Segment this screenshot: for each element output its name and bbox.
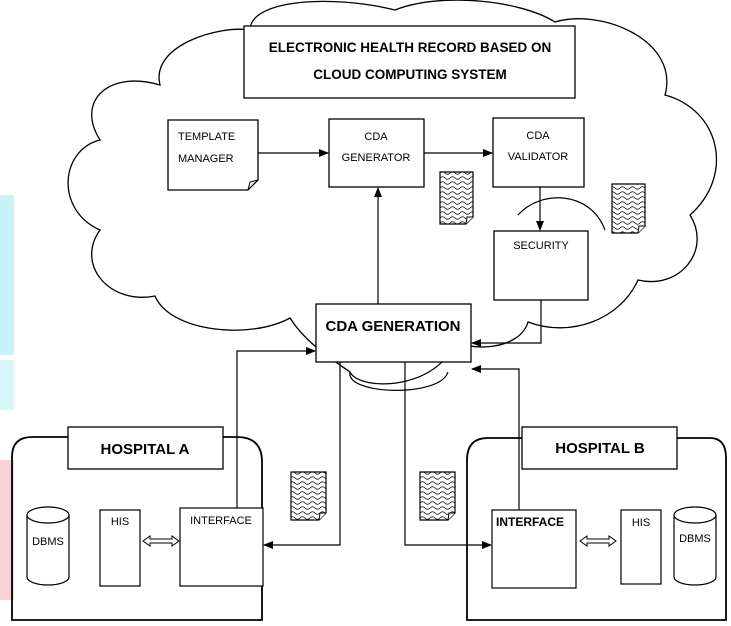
- hospital-b-interface-label: INTERFACE: [496, 515, 564, 529]
- document-icon-generator-validator: [439, 171, 474, 225]
- arrow-security-to-generation: [471, 300, 542, 347]
- security-label: SECURITY: [513, 240, 569, 252]
- template-manager-label-line2: MANAGER: [178, 153, 234, 165]
- system-title-box: ELECTRONIC HEALTH RECORD BASED ON CLOUD …: [243, 25, 576, 99]
- hospital-b-interface-his-link: [579, 535, 617, 547]
- cda-validator-label-line1: CDA: [526, 130, 550, 142]
- cda-generator-label-line1: CDA: [364, 131, 388, 143]
- cda-generation-box: CDA GENERATION: [315, 303, 472, 363]
- document-icon-hospital-a: [290, 471, 327, 521]
- document-icon-security: [611, 183, 646, 234]
- system-title-line2: CLOUD COMPUTING SYSTEM: [313, 67, 507, 82]
- cda-generator-label-line2: GENERATOR: [342, 152, 411, 164]
- hospital-a-his-label: HIS: [111, 516, 129, 528]
- hospital-a-his-interface-link: [142, 535, 180, 547]
- hospital-a-interface-label: INTERFACE: [190, 515, 252, 527]
- document-icon-hospital-b: [419, 471, 456, 521]
- hospital-b-container: HOSPITAL B INTERFACE HIS DBMS: [466, 426, 727, 621]
- arrow-hospital-b-to-generation: [471, 365, 520, 510]
- hospital-a-dbms-label: DBMS: [32, 536, 64, 548]
- hospital-a-container: HOSPITAL A DBMS HIS INTERFACE: [11, 426, 264, 621]
- security-box: SECURITY: [493, 230, 589, 301]
- hospital-b-dbms-label: DBMS: [679, 533, 711, 545]
- left-edge-decoration: [0, 195, 14, 600]
- arrow-generation-to-hospital-b: [404, 362, 492, 549]
- hospital-b-title: HOSPITAL B: [555, 440, 645, 457]
- flow-arrows: [236, 149, 544, 549]
- hospital-b-his-label: HIS: [632, 517, 650, 529]
- template-manager-box: TEMPLATE MANAGER: [167, 119, 259, 191]
- arrow-hospital-a-to-generation: [236, 347, 316, 508]
- cda-validator-label-line2: VALIDATOR: [508, 151, 569, 163]
- hospital-a-dbms: DBMS: [26, 506, 70, 586]
- cda-generation-label: CDA GENERATION: [326, 318, 461, 335]
- hospital-b-dbms: DBMS: [673, 506, 717, 586]
- hospital-a-title: HOSPITAL A: [101, 441, 190, 458]
- template-manager-label-line1: TEMPLATE: [178, 131, 235, 143]
- cda-generator-box: CDA GENERATOR: [328, 118, 425, 188]
- cda-validator-box: CDA VALIDATOR: [492, 117, 585, 188]
- system-title-line1: ELECTRONIC HEALTH RECORD BASED ON: [269, 40, 552, 55]
- arrow-generation-to-hospital-a: [263, 362, 341, 549]
